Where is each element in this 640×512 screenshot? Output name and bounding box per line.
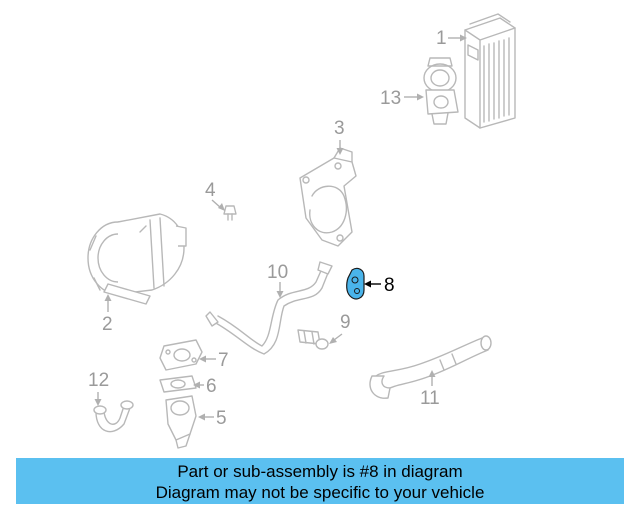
banner-line-2: Diagram may not be specific to your vehi… xyxy=(155,483,485,502)
svg-text:2: 2 xyxy=(102,314,113,335)
callout-10: 10 xyxy=(267,262,288,298)
callout-12: 12 xyxy=(88,370,109,406)
callout-6: 6 xyxy=(193,376,217,397)
svg-text:3: 3 xyxy=(334,118,345,139)
svg-text:12: 12 xyxy=(88,370,109,391)
callout-7: 7 xyxy=(199,350,229,371)
svg-text:8: 8 xyxy=(384,275,395,296)
svg-text:4: 4 xyxy=(205,180,216,201)
part-9-check-valve xyxy=(297,329,329,350)
part-13-valve xyxy=(423,57,459,125)
callout-2: 2 xyxy=(102,294,113,335)
svg-text:9: 9 xyxy=(340,312,351,333)
callout-3: 3 xyxy=(334,118,345,155)
callout-8: 8 xyxy=(364,275,395,296)
part-2-air-pump xyxy=(87,213,187,305)
part-6-gasket xyxy=(159,375,197,393)
part-10-hose xyxy=(205,261,333,355)
callout-4: 4 xyxy=(205,180,225,211)
part-4-bolt xyxy=(223,205,237,221)
part-8-gasket xyxy=(346,267,365,300)
callout-5: 5 xyxy=(198,408,227,429)
svg-text:7: 7 xyxy=(218,350,229,371)
part-5-valve xyxy=(165,395,197,449)
info-banner: Part or sub-assembly is #8 in diagram Di… xyxy=(16,458,624,504)
part-3-gasket xyxy=(299,147,357,247)
svg-text:11: 11 xyxy=(420,388,440,409)
part-7-flange xyxy=(159,339,203,371)
svg-text:10: 10 xyxy=(267,262,288,283)
svg-text:13: 13 xyxy=(380,88,401,109)
callout-11: 11 xyxy=(420,370,440,409)
banner-line-1: Part or sub-assembly is #8 in diagram xyxy=(177,462,463,481)
svg-text:5: 5 xyxy=(216,408,227,429)
callout-9: 9 xyxy=(329,312,351,344)
callout-13: 13 xyxy=(380,88,424,109)
svg-text:1: 1 xyxy=(436,28,447,49)
callout-1: 1 xyxy=(436,28,467,49)
part-12-pipe xyxy=(93,400,134,433)
part-1-cooler xyxy=(464,13,516,129)
svg-text:6: 6 xyxy=(206,376,217,397)
